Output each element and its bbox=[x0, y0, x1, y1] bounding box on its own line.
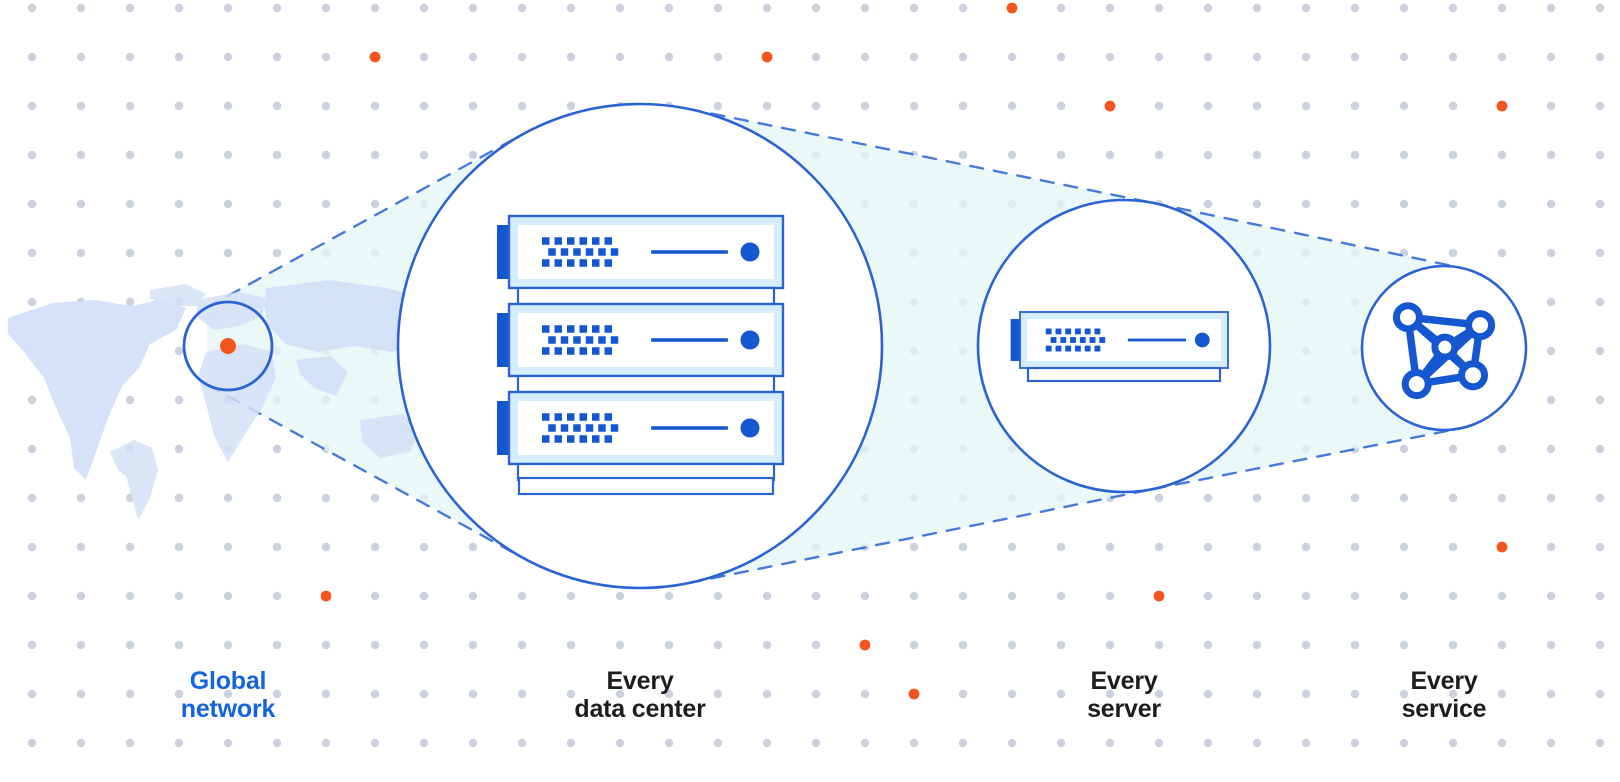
magnification-guide-lines bbox=[205, 107, 1463, 585]
stage-label-every-service: Every service bbox=[1401, 667, 1487, 723]
stage-label-every-data-center: Every data center bbox=[574, 667, 706, 723]
stage-label-global-network: Global network bbox=[180, 667, 276, 723]
server-unit-icon bbox=[1010, 311, 1229, 383]
server-rack-icon bbox=[497, 214, 785, 496]
stage-label-every-server: Every server bbox=[1087, 667, 1161, 723]
globe-location-marker bbox=[220, 338, 236, 354]
network-graph-icon bbox=[1392, 302, 1496, 400]
